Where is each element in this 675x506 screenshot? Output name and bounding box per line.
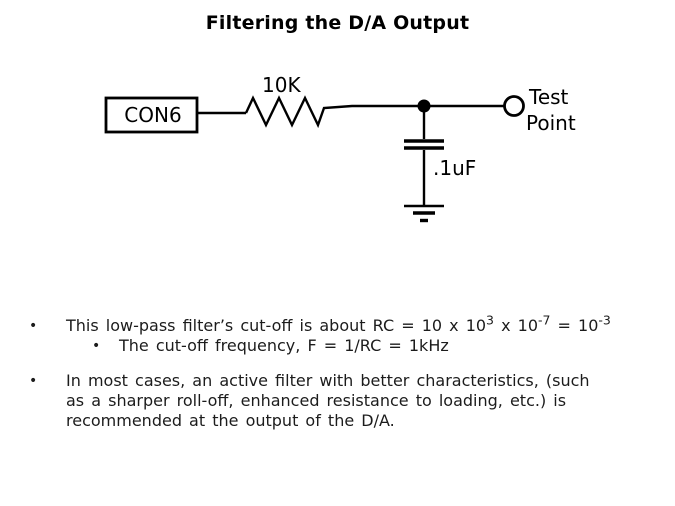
- junction-dot: [417, 99, 431, 113]
- bullet-text-line: as a sharper roll-off, enhanced resistan…: [66, 391, 567, 410]
- superscript: -3: [598, 312, 611, 328]
- bullet-marker: •: [29, 318, 38, 334]
- bullet-marker: •: [29, 373, 38, 389]
- test-point-label-line1: Test: [528, 85, 569, 109]
- bullet-text: This low-pass filter’s cut-off is about …: [66, 312, 611, 335]
- resistor-symbol: [244, 95, 504, 129]
- con6-label: CON6: [124, 103, 181, 127]
- bullet-text: The cut-off frequency, F = 1/RC = 1kHz: [119, 336, 449, 355]
- circuit-schematic: CON6 10K .1uF Test Point: [104, 73, 576, 223]
- test-point-label-line2: Point: [526, 111, 576, 135]
- resistor-label: 10K: [262, 73, 301, 97]
- superscript: 3: [486, 312, 494, 328]
- bullet-cutoff-frequency: • The cut-off frequency, F = 1/RC = 1kHz: [0, 336, 675, 356]
- bullet-marker: •: [92, 338, 101, 354]
- bullet-active-filter: • In most cases, an active filter with b…: [0, 371, 675, 431]
- superscript: -7: [538, 312, 551, 328]
- bullet-text-line: In most cases, an active filter with bet…: [66, 371, 590, 390]
- con6-connector-box: [104, 96, 199, 134]
- bullet-text-line: recommended at the output of the D/A.: [66, 411, 395, 430]
- bullet-list: • This low-pass filter’s cut-off is abou…: [0, 312, 675, 431]
- page-title: Filtering the D/A Output: [205, 12, 470, 34]
- bullet-cutoff-formula: • This low-pass filter’s cut-off is abou…: [0, 312, 675, 336]
- capacitor-label: .1uF: [433, 156, 476, 180]
- test-point-circle: [503, 95, 525, 117]
